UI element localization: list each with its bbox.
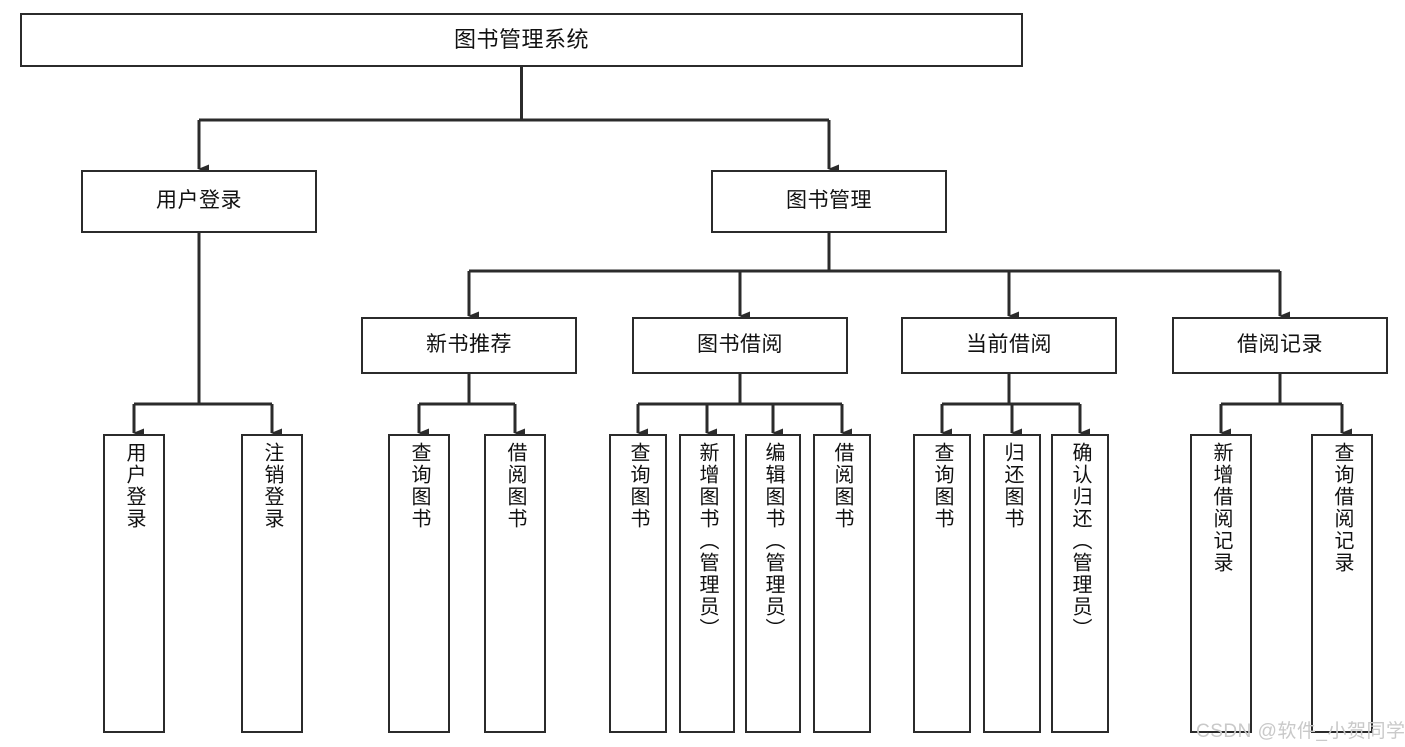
node-label-book-manage: 图书管理	[786, 189, 872, 213]
node-label-current-borrow: 当前借阅	[966, 333, 1052, 357]
node-label-leaf-borrow-book-2: 借阅图书	[831, 442, 853, 530]
node-current-borrow[interactable]: 当前借阅	[901, 317, 1117, 374]
node-leaf-edit-book[interactable]: 编辑图书（管理员）	[745, 434, 801, 733]
node-leaf-borrow-book-1[interactable]: 借阅图书	[484, 434, 546, 733]
node-book-manage[interactable]: 图书管理	[711, 170, 947, 233]
node-label-leaf-return-book: 归还图书	[1001, 442, 1023, 530]
node-leaf-add-book[interactable]: 新增图书（管理员）	[679, 434, 735, 733]
node-leaf-query-record[interactable]: 查询借阅记录	[1311, 434, 1373, 733]
node-leaf-confirm-return[interactable]: 确认归还（管理员）	[1051, 434, 1109, 733]
node-label-leaf-edit-book: 编辑图书（管理员）	[762, 442, 784, 640]
node-label-leaf-user-logout: 注销登录	[261, 442, 283, 530]
csdn-watermark: CSDN @软件_小贺同学	[1196, 721, 1405, 742]
node-label-root: 图书管理系统	[453, 27, 589, 53]
node-borrow-record[interactable]: 借阅记录	[1172, 317, 1388, 374]
node-label-leaf-query-book-1: 查询图书	[408, 442, 430, 530]
node-label-leaf-borrow-book-1: 借阅图书	[504, 442, 526, 530]
node-label-leaf-query-book-2: 查询图书	[627, 442, 649, 530]
node-leaf-user-login[interactable]: 用户登录	[103, 434, 165, 733]
node-leaf-return-book[interactable]: 归还图书	[983, 434, 1041, 733]
node-label-new-book-rec: 新书推荐	[426, 333, 512, 357]
node-label-leaf-confirm-return: 确认归还（管理员）	[1069, 442, 1091, 640]
node-leaf-add-record[interactable]: 新增借阅记录	[1190, 434, 1252, 733]
node-leaf-query-book-3[interactable]: 查询图书	[913, 434, 971, 733]
node-root[interactable]: 图书管理系统	[20, 13, 1023, 67]
node-leaf-user-logout[interactable]: 注销登录	[241, 434, 303, 733]
node-label-leaf-query-record: 查询借阅记录	[1331, 442, 1353, 574]
node-label-book-borrow: 图书借阅	[697, 333, 783, 357]
node-leaf-query-book-2[interactable]: 查询图书	[609, 434, 667, 733]
node-label-leaf-add-record: 新增借阅记录	[1210, 442, 1232, 574]
node-label-user-login: 用户登录	[156, 189, 242, 213]
node-user-login[interactable]: 用户登录	[81, 170, 317, 233]
node-leaf-query-book-1[interactable]: 查询图书	[388, 434, 450, 733]
node-label-leaf-query-book-3: 查询图书	[931, 442, 953, 530]
node-label-borrow-record: 借阅记录	[1237, 333, 1323, 357]
node-label-leaf-user-login: 用户登录	[123, 442, 145, 530]
node-book-borrow[interactable]: 图书借阅	[632, 317, 848, 374]
node-label-leaf-add-book: 新增图书（管理员）	[696, 442, 718, 640]
node-leaf-borrow-book-2[interactable]: 借阅图书	[813, 434, 871, 733]
node-new-book-rec[interactable]: 新书推荐	[361, 317, 577, 374]
